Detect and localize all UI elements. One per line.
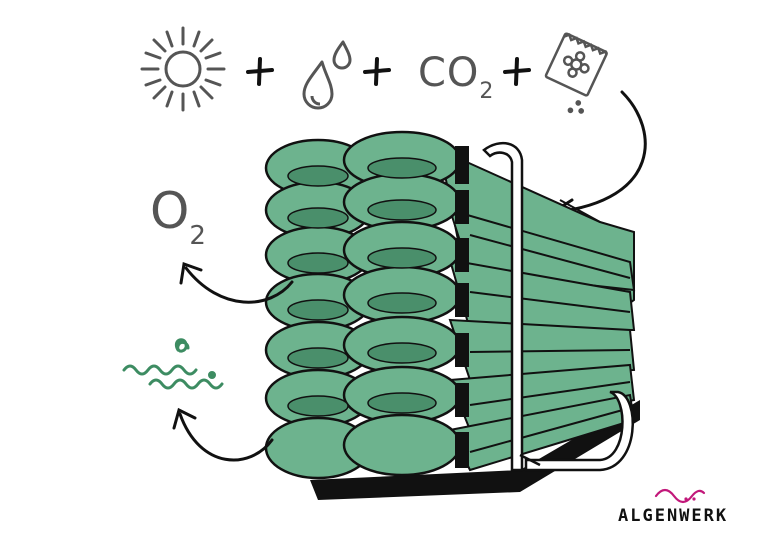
o2-main: O	[150, 182, 190, 240]
co2-label: CO2	[418, 50, 494, 104]
algenwerk-wordmark: ALGENWERK	[618, 506, 729, 526]
oxygen-output-arrow	[179, 261, 294, 304]
coil-inner-shading	[287, 157, 437, 417]
input-arrow	[550, 90, 647, 224]
sun-icon	[140, 26, 226, 112]
algae-strand-icon	[122, 338, 224, 390]
co2-main: CO	[418, 50, 480, 96]
algae-output-arrow	[172, 407, 274, 462]
plus-sign-3	[503, 57, 531, 86]
algenwerk-logo-mark	[654, 488, 706, 504]
plus-sign-1	[246, 57, 274, 86]
nutrient-packet-icon	[544, 32, 608, 114]
reactor-base	[310, 400, 640, 500]
reactor-frame	[482, 141, 634, 472]
reactor-long-tubes	[438, 148, 636, 472]
water-drops-icon	[302, 40, 352, 110]
o2-subscript: 2	[189, 221, 206, 251]
o2-label: O2	[150, 182, 206, 251]
plus-sign-2	[363, 57, 391, 86]
coil-dark-bands	[455, 146, 469, 468]
co2-subscript: 2	[479, 79, 495, 104]
